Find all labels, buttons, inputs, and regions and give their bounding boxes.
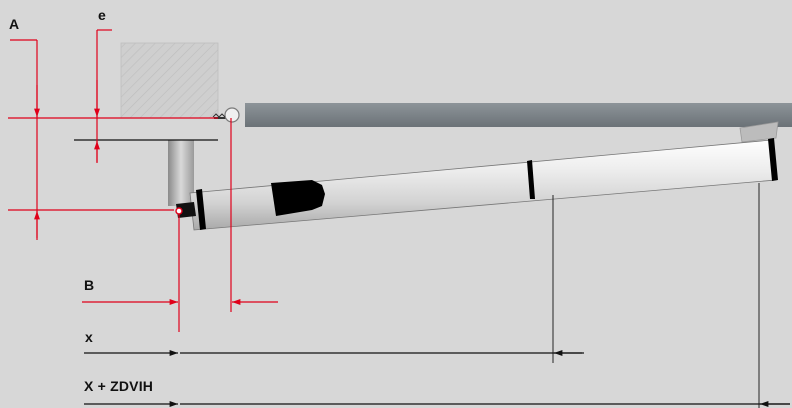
- actuator: [175, 138, 778, 231]
- actuator-motor-band: [271, 180, 325, 216]
- label-B: B: [84, 277, 95, 293]
- pivot-point: [175, 207, 183, 215]
- pillar: [75, 42, 219, 140]
- dimension-e: [96, 29, 112, 163]
- rear-bracket: [168, 140, 194, 206]
- label-x: x: [85, 329, 93, 345]
- label-A: A: [9, 16, 20, 32]
- dimension-A: [8, 39, 218, 240]
- gate-leaf: [245, 103, 792, 127]
- dimension-B: [178, 118, 232, 332]
- label-e: e: [98, 7, 106, 23]
- label-x-zdvih: X + ZDVIH: [84, 378, 154, 394]
- front-bracket: [739, 121, 779, 143]
